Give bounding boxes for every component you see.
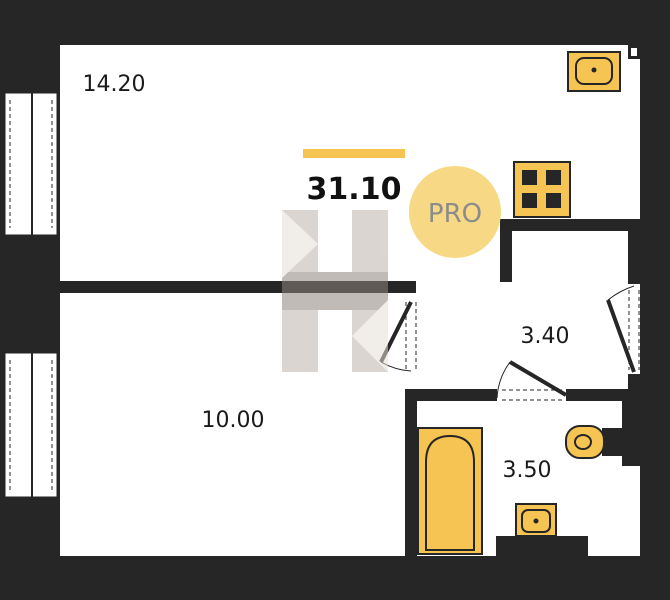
door-swing-icon	[496, 360, 568, 401]
window-icon	[2, 350, 60, 500]
accent-bar	[303, 149, 405, 158]
room-area-small: 10.00	[202, 408, 265, 433]
bathtub-icon	[417, 427, 483, 555]
wall-notch-inner	[631, 48, 637, 56]
stove-icon	[513, 161, 571, 218]
interior-walls	[60, 219, 640, 556]
window-icon	[2, 90, 60, 238]
washbasin-icon	[515, 503, 557, 537]
sink-icon	[567, 51, 621, 92]
total-area: 31.10	[307, 172, 402, 207]
room-area-large: 14.20	[83, 72, 146, 97]
room-area-bathroom: 3.50	[503, 458, 552, 483]
door-swing-icon	[606, 284, 640, 374]
room-area-hallway: 3.40	[521, 324, 570, 349]
watermark-logo-icon	[282, 210, 388, 372]
toilet-icon	[565, 425, 622, 459]
pro-badge-text: PRO	[428, 199, 482, 229]
pro-badge	[409, 166, 501, 258]
